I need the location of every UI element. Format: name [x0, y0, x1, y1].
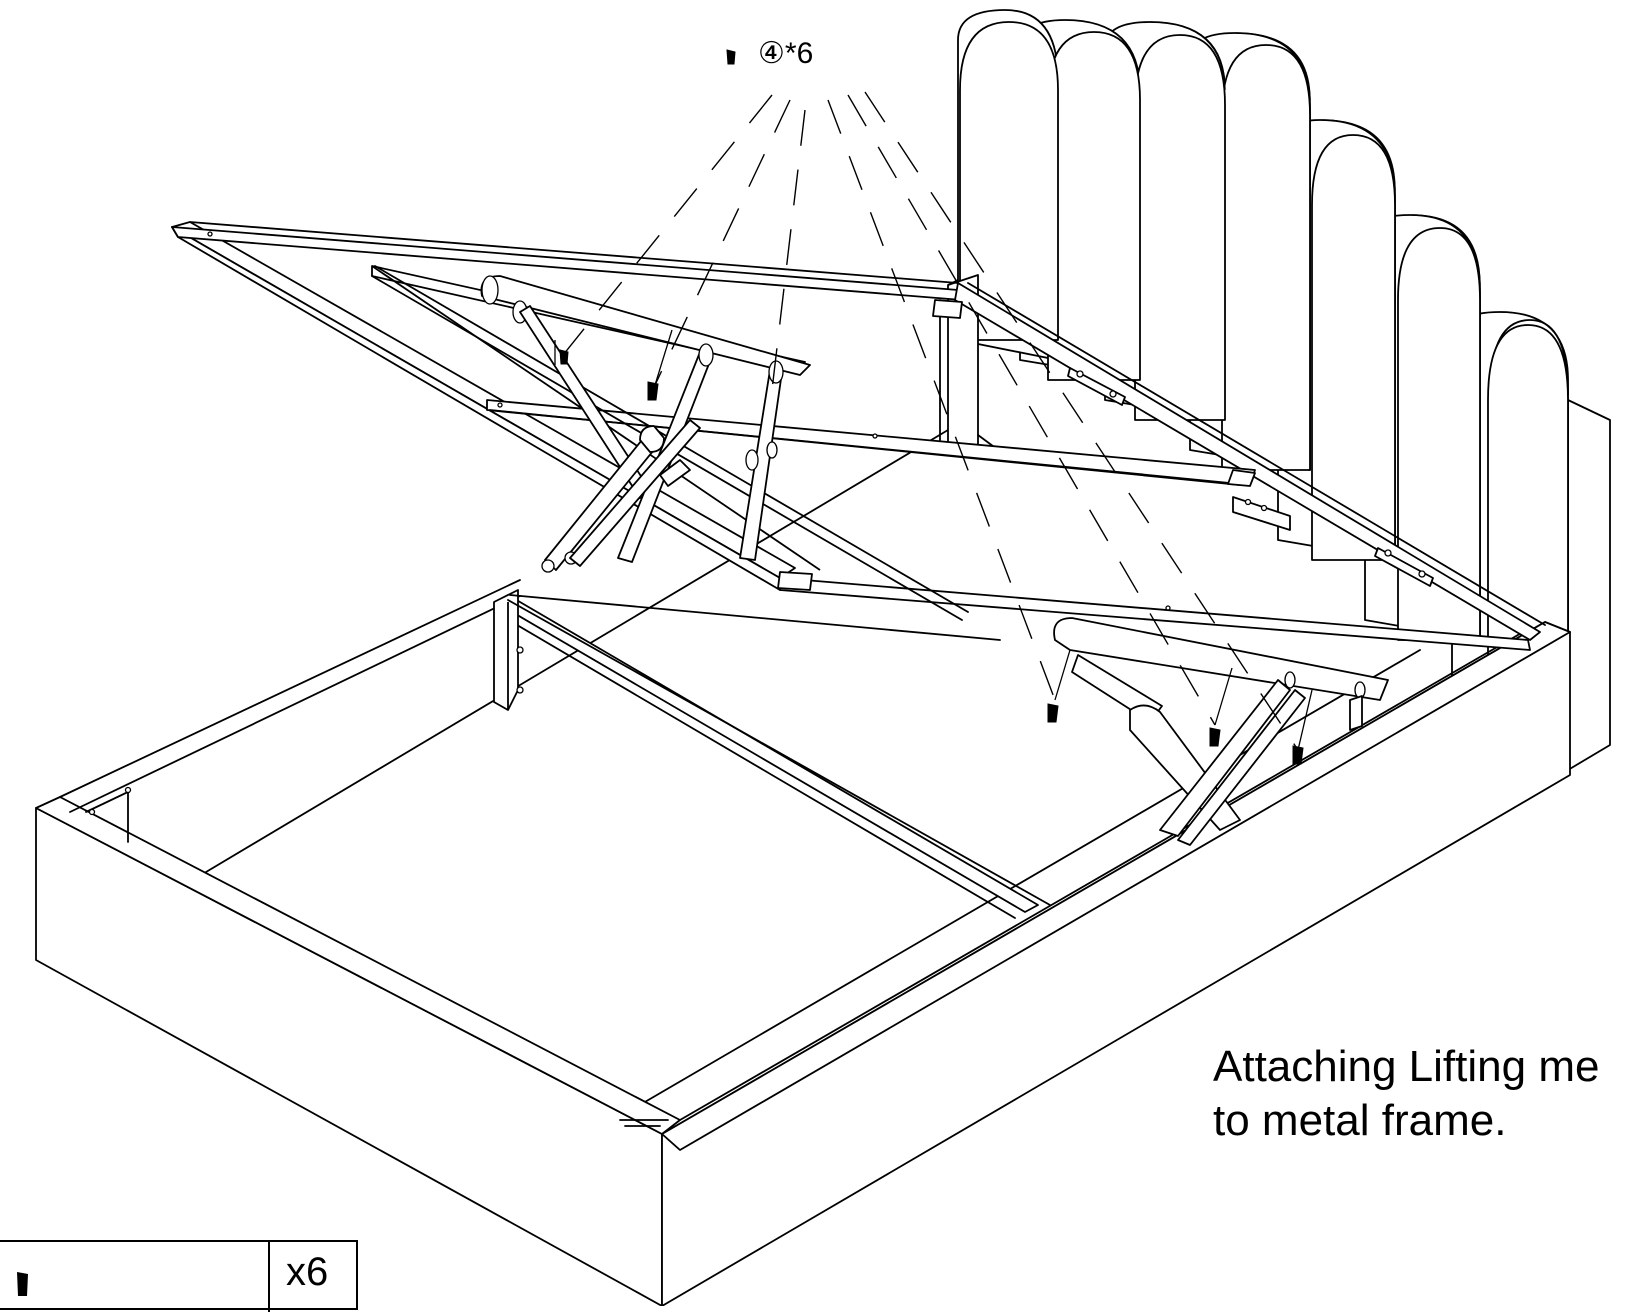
- screw-callout-label: ④*6: [758, 37, 814, 70]
- parts-list-box: x6: [0, 1240, 358, 1312]
- lift-mechanism-right: [1053, 617, 1389, 846]
- instruction-text: Attaching Lifting me to metal frame.: [1213, 1040, 1643, 1148]
- parts-divider: [268, 1242, 270, 1312]
- instruction-line-2: to metal frame.: [1213, 1096, 1507, 1145]
- instruction-line-1: Attaching Lifting me: [1213, 1042, 1600, 1091]
- headboard: [957, 9, 1611, 771]
- screw-icon: [726, 49, 736, 65]
- bed-base: [35, 429, 1571, 1306]
- screw-guide-lines: [554, 91, 1313, 751]
- rear-posts: [939, 274, 1006, 456]
- center-rail: [493, 589, 1051, 919]
- parts-quantity: x6: [286, 1250, 329, 1294]
- screws: [559, 49, 1304, 765]
- screw-icon: [17, 1272, 28, 1296]
- lift-mechanism-left: [480, 275, 1001, 641]
